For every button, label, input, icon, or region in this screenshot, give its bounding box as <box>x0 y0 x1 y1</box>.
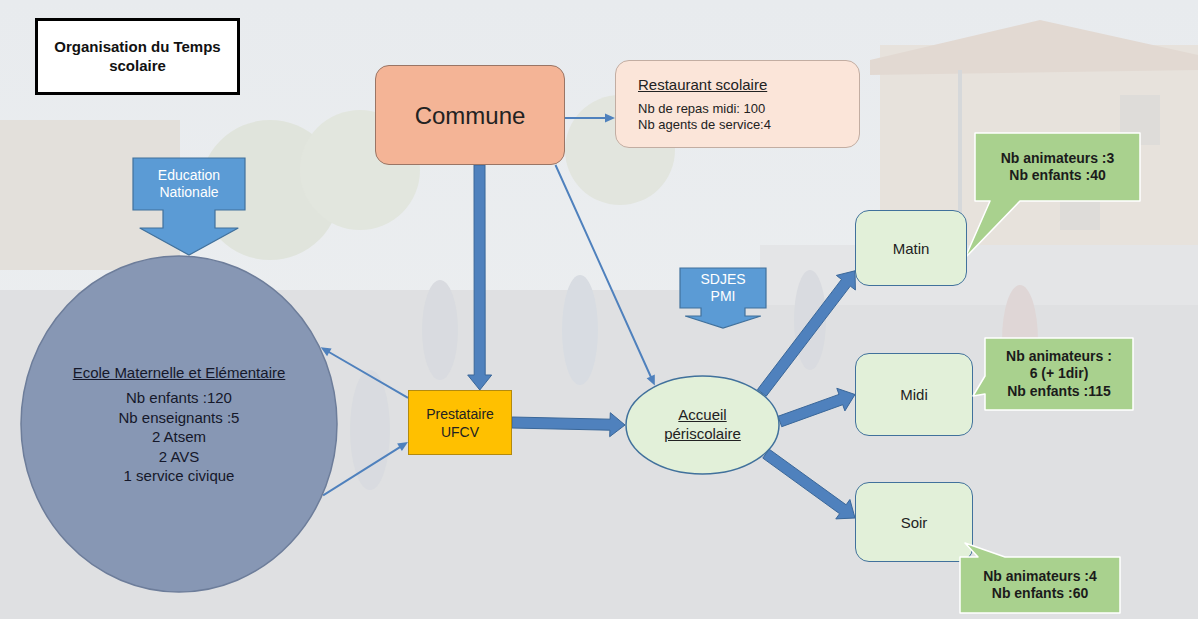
node-text: Matin <box>893 240 930 259</box>
text-area: Prestataire UFCV <box>409 391 511 456</box>
flow-arrow <box>758 271 856 396</box>
child-figure <box>350 370 390 490</box>
node-heading: Ecole Maternelle et Elémentaire <box>73 363 286 383</box>
node-text: Prestataire UFCV <box>414 406 506 441</box>
node-text: Nb enfants :40 <box>1009 167 1105 185</box>
callout-shape <box>960 543 1120 613</box>
staff-callout: Nb animateurs :4Nb enfants :60 <box>960 557 1120 613</box>
node-text: SDJES PMI <box>693 271 753 306</box>
time-slot-box: Matin <box>855 210 967 286</box>
text-area: Nb animateurs :4Nb enfants :60 <box>960 557 1120 613</box>
callout-shape <box>965 133 1140 258</box>
text-area: Nb animateurs :3Nb enfants :40 <box>975 133 1140 201</box>
node-text: 2 Atsem <box>152 427 206 447</box>
staff-callout: Nb animateurs : 6 (+ 1dir)Nb enfants :11… <box>985 338 1133 410</box>
roof <box>870 20 1198 75</box>
text-area: Restaurant scolaire Nb de repas midi: 100… <box>616 61 859 149</box>
authority-arrow: Education Nationale <box>133 158 245 255</box>
text-area: Ecole Maternelle et Elémentaire Nb enfant… <box>20 255 338 593</box>
periscolaire-ellipse: Accueil périscolaire <box>625 375 780 475</box>
flow-arrow <box>778 388 855 426</box>
flow-arrow <box>512 413 625 437</box>
node-text: Nb enseignants :5 <box>119 408 240 428</box>
child-figure <box>422 280 458 380</box>
arrow-shape <box>680 268 766 328</box>
node-text: Education Nationale <box>139 167 239 202</box>
text-area: Matin <box>856 211 966 287</box>
node-heading: Nb animateurs :4 <box>983 568 1097 586</box>
ellipse-shape <box>21 256 337 592</box>
callout-shape <box>973 338 1133 410</box>
commune-box: Commune <box>375 65 565 165</box>
school-circle: Ecole Maternelle et Elémentaire Nb enfant… <box>20 255 338 593</box>
fence <box>760 245 1198 305</box>
node-text: 2 AVS <box>159 447 200 467</box>
link-arrow <box>555 165 655 386</box>
text-area: Accueil périscolaire <box>625 375 780 475</box>
text-area: Soir <box>856 483 972 563</box>
flow-arrow <box>763 449 855 519</box>
flow-arrow <box>468 165 492 390</box>
arrow-shape <box>133 158 245 255</box>
text-area: SDJES PMI <box>680 268 766 308</box>
text-area: Nb animateurs : 6 (+ 1dir)Nb enfants :11… <box>985 338 1133 410</box>
time-slot-box: Soir <box>855 482 973 562</box>
node-text: Accueil périscolaire <box>653 406 753 444</box>
authority-arrow: SDJES PMI <box>680 268 766 328</box>
node-heading: Nb animateurs : 6 (+ 1dir) <box>1003 348 1115 383</box>
node-text: Nb enfants :115 <box>1007 383 1110 401</box>
node-heading: Restaurant scolaire <box>638 76 767 95</box>
node-text: Midi <box>900 386 928 405</box>
link-arrow <box>565 114 615 123</box>
node-heading: Nb animateurs :3 <box>1001 150 1115 168</box>
text-area: Commune <box>376 66 564 166</box>
ellipse-shape <box>626 376 779 474</box>
node-text: Nb enfants :120 <box>126 388 232 408</box>
child-figure <box>562 275 598 385</box>
diagram-title: Organisation du Temps scolaire <box>50 38 225 76</box>
node-text: Soir <box>901 514 928 533</box>
restaurant-box: Restaurant scolaire Nb de repas midi: 100… <box>615 60 860 148</box>
text-area: Midi <box>856 354 972 437</box>
provider-box: Prestataire UFCV <box>408 390 512 455</box>
node-text: Nb de repas midi: 100 <box>638 101 765 117</box>
node-text: 1 service civique <box>124 466 235 486</box>
staff-callout: Nb animateurs :3Nb enfants :40 <box>975 133 1140 201</box>
node-text: Nb agents de service:4 <box>638 117 771 133</box>
time-slot-box: Midi <box>855 353 973 436</box>
node-text: Commune <box>415 101 526 131</box>
title-box: Organisation du Temps scolaire <box>35 18 240 95</box>
node-text: Nb enfants :60 <box>992 585 1088 603</box>
text-area: Education Nationale <box>133 158 245 210</box>
